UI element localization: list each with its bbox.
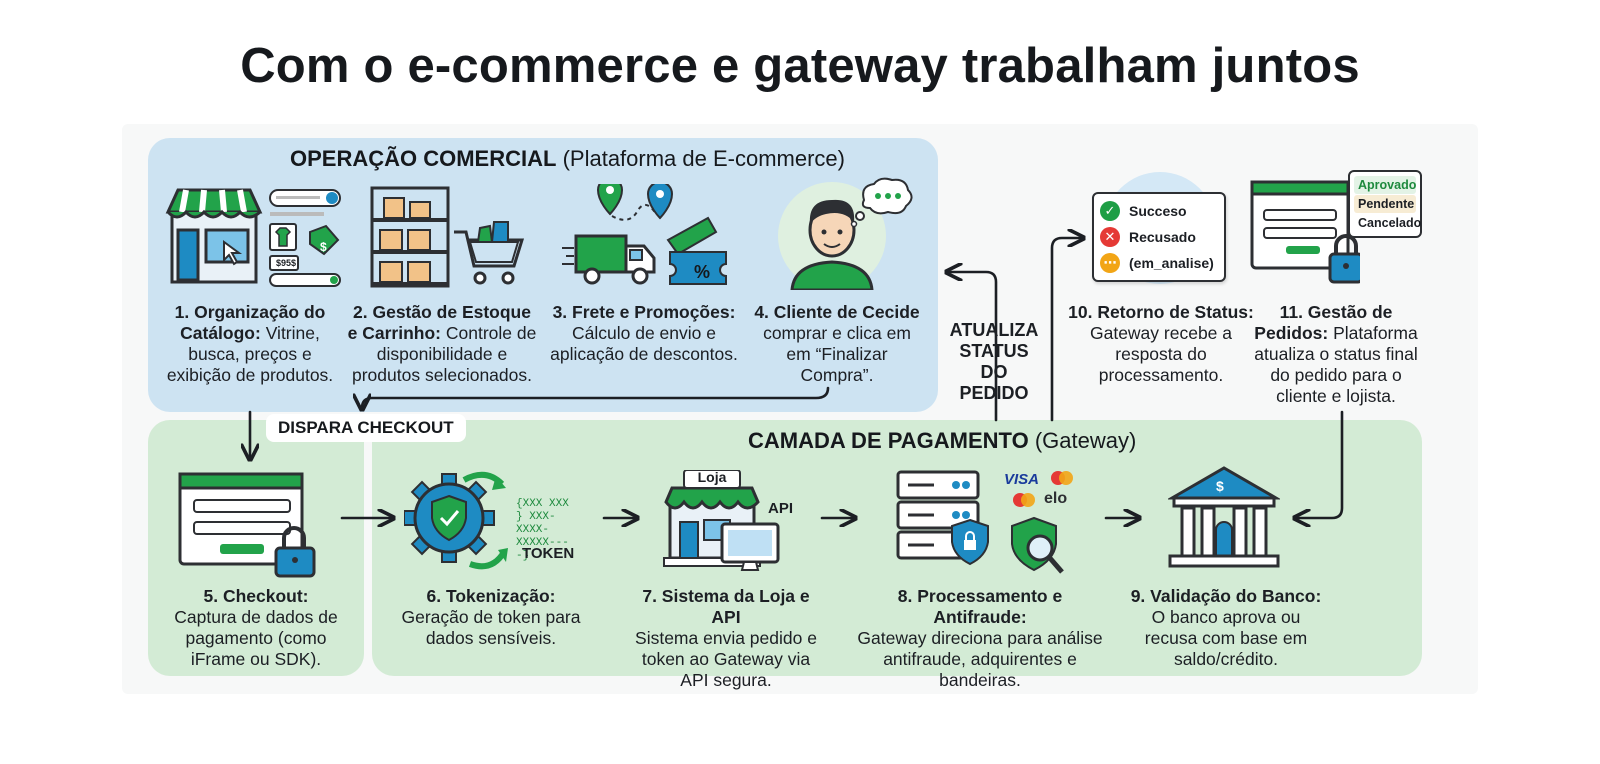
status-card: ✓ Succeso ✕ Recusado ⋯ (em_analise): [1092, 192, 1226, 282]
step-5: 5. Checkout: Captura de dados de pagamen…: [158, 586, 354, 670]
step-1-text: Vitrine, busca, preços e exibição de pro…: [166, 323, 334, 385]
step-9-text: O banco aprova ou recusa com base em sal…: [1144, 607, 1308, 669]
tag-pending: Pendente: [1354, 195, 1416, 213]
step-3-text: Cálculo de envio e aplicação de desconto…: [550, 323, 738, 364]
bank-icon: [1168, 466, 1280, 568]
token-code: {XXX XXX } XXX-XXXX- XXXXX----}: [516, 498, 569, 562]
commercial-section-title: OPERAÇÃO COMERCIAL (Plataforma de E-comm…: [290, 146, 845, 172]
order-window-icon: [1250, 180, 1360, 284]
pending-circle-icon: ⋯: [1100, 253, 1120, 273]
step-5-text: Captura de dados de pagamento (como iFra…: [174, 607, 338, 669]
step-11-text: Plataforma atualiza o status final do pe…: [1254, 323, 1418, 406]
status-review: ⋯ (em_analise): [1100, 250, 1218, 276]
commercial-title-bold: OPERAÇÃO COMERCIAL: [290, 146, 557, 171]
tag-approved: Aprovado: [1354, 176, 1416, 194]
step-2-title: 2. Gestão de Estoque e Carrinho:: [347, 302, 531, 343]
step-7-title: 7. Sistema da Loja e API: [642, 586, 810, 627]
step-11: 11. Gestão de Pedidos: Plataforma atuali…: [1248, 302, 1424, 407]
step-11-title: 11. Gestão de Pedidos:: [1254, 302, 1393, 343]
step-6-text: Geração de token para dados sensíveis.: [401, 607, 581, 648]
step-7-text: Sistema envia pedido e token ao Gateway …: [635, 628, 817, 690]
storefront-icon: [165, 188, 341, 287]
step-9-title: 9. Validação do Banco:: [1130, 586, 1322, 606]
checkout-window-icon: [178, 472, 316, 578]
status-review-label: (em_analise): [1129, 255, 1214, 271]
step-6-title: 6. Tokenização:: [426, 586, 556, 606]
step-10-text: Gateway recebe a resposta do processamen…: [1089, 323, 1233, 385]
arrow-status-return: [1050, 238, 1082, 422]
status-refused-label: Recusado: [1129, 229, 1196, 245]
step-3-title: 3. Frete e Promoções:: [552, 302, 736, 322]
x-circle-icon: ✕: [1100, 227, 1120, 247]
payment-section-title: CAMADA DE PAGAMENTO (Gateway): [748, 428, 1136, 454]
step-5-title: 5. Checkout:: [203, 586, 309, 606]
step-4-text: comprar e clica em em “Finalizar Compra”…: [763, 323, 911, 385]
payment-title-bold: CAMADA DE PAGAMENTO: [748, 428, 1029, 453]
page-title: Com o e-commerce e gateway trabalham jun…: [240, 39, 1360, 93]
atualiza-status-label: ATUALIZA STATUS DO PEDIDO: [949, 320, 1039, 403]
tag-cancelled: Cancelado: [1358, 216, 1422, 230]
arrow-checkout-trigger: [362, 386, 830, 408]
step-7: 7. Sistema da Loja e API Sistema envia p…: [626, 586, 826, 691]
step-1: 1. Organização do Catálogo: Vitrine, bus…: [160, 302, 340, 386]
payment-title-rest: (Gateway): [1034, 428, 1137, 453]
step-10: 10. Retorno de Status: Gateway recebe a …: [1068, 302, 1254, 386]
order-status-tags: Aprovado Pendente Cancelado: [1348, 170, 1422, 238]
step-8-title: 8. Processamento e Antifraude:: [897, 586, 1063, 627]
commercial-title-rest: (Plataforma de E-commerce): [562, 146, 845, 171]
step-6: 6. Tokenização: Geração de token para da…: [396, 586, 586, 649]
arrow-update-status: [948, 272, 998, 422]
elo-logo: elo: [1044, 490, 1068, 507]
visa-logo: VISA: [1004, 471, 1040, 488]
step-8-text: Gateway direciona para análise antifraud…: [857, 628, 1103, 690]
bank-symbol: $: [1216, 478, 1224, 494]
status-success: ✓ Succeso: [1100, 198, 1218, 224]
store-api-icon: [663, 470, 780, 571]
delivery-truck-icon: [562, 184, 727, 285]
step-8: 8. Processamento e Antifraude: Gateway d…: [850, 586, 1110, 691]
step-10-title: 10. Retorno de Status:: [1068, 302, 1254, 322]
step-2-text: Controle de disponibilidade e produtos s…: [352, 323, 537, 385]
api-label: API: [768, 500, 794, 517]
stock-shelves-icon: [370, 186, 525, 288]
status-refused: ✕ Recusado: [1100, 224, 1218, 250]
step-2: 2. Gestão de Estoque e Carrinho: Control…: [346, 302, 538, 386]
arrow-step11-to-9: [1296, 410, 1344, 518]
dispara-checkout-label: DISPARA CHECKOUT: [266, 414, 466, 442]
customer-icon: [778, 177, 913, 290]
token-label: TOKEN: [522, 545, 575, 562]
price-tag-symbol: $: [320, 240, 327, 254]
price-label: $95$: [275, 258, 297, 268]
step-4: 4. Cliente de Cecide comprar e clica em …: [752, 302, 922, 386]
check-circle-icon: ✓: [1100, 201, 1120, 221]
loja-sign: Loja: [697, 469, 727, 485]
server-antifraud-icon: [896, 470, 1073, 574]
step-4-title: 4. Cliente de Cecide: [754, 302, 920, 322]
status-success-label: Succeso: [1129, 203, 1187, 219]
step-3: 3. Frete e Promoções: Cálculo de envio e…: [546, 302, 742, 365]
tokenization-gear-icon: [404, 471, 508, 570]
step-9: 9. Validação do Banco: O banco aprova ou…: [1128, 586, 1324, 670]
step-1-title: 1. Organização do Catálogo:: [174, 302, 326, 343]
percent-sign: %: [694, 262, 711, 282]
